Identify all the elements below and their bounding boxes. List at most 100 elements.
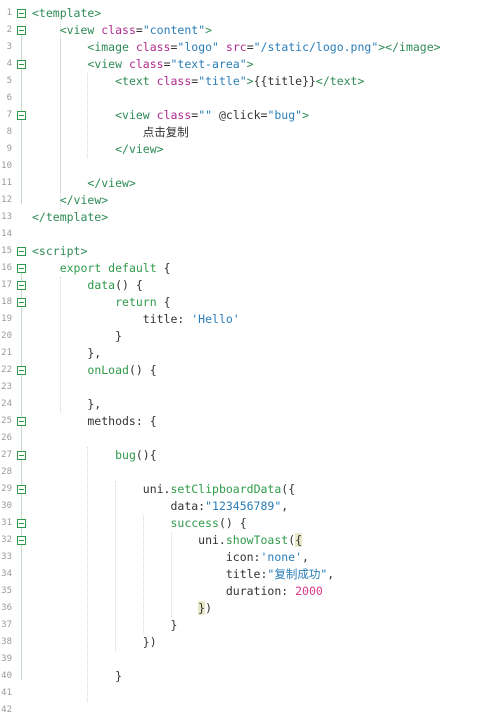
code-line[interactable]: 34 title:"复制成功", (0, 566, 491, 583)
code-line[interactable]: 18 return { (0, 294, 491, 311)
code-line[interactable]: 31 success() { (0, 515, 491, 532)
code-token: } (198, 601, 206, 615)
code-line[interactable]: 25 methods: { (0, 413, 491, 430)
fold-toggle-icon[interactable] (17, 264, 26, 273)
code-token: }, (32, 346, 102, 360)
code-token (32, 57, 87, 71)
code-line[interactable]: 7 <view class="" @click="bug"> (0, 107, 491, 124)
code-line[interactable]: 24 }, (0, 396, 491, 413)
code-token: ></image> (378, 40, 441, 54)
code-token: 'Hello' (191, 312, 240, 326)
code-line[interactable]: 12 </view> (0, 192, 491, 209)
code-line[interactable]: 35 duration: 2000 (0, 583, 491, 600)
code-line[interactable]: 5 <text class="title">{{title}}</text> (0, 73, 491, 90)
code-line[interactable]: 38 }) (0, 634, 491, 651)
indent-guide (87, 73, 89, 158)
code-line[interactable]: 23 (0, 379, 491, 396)
code-line[interactable]: 27 bug(){ (0, 447, 491, 464)
line-number: 30 (1, 501, 12, 511)
line-code: </view> (32, 141, 164, 158)
code-line[interactable]: 8 点击复制 (0, 124, 491, 141)
fold-toggle-icon[interactable] (17, 366, 26, 375)
fold-toggle-icon[interactable] (17, 417, 26, 426)
fold-toggle-icon[interactable] (17, 9, 26, 18)
code-token: class (135, 40, 171, 54)
line-code: </template> (32, 209, 108, 226)
code-line[interactable]: 26 (0, 430, 491, 447)
fold-toggle-icon[interactable] (17, 60, 26, 69)
code-line[interactable]: 39 (0, 651, 491, 668)
code-token: = (246, 40, 254, 54)
line-number: 39 (1, 654, 12, 664)
line-number: 13 (1, 212, 12, 222)
code-token: } (32, 618, 178, 632)
code-line[interactable]: 30 data:"123456789", (0, 498, 491, 515)
code-line[interactable]: 33 icon:'none', (0, 549, 491, 566)
code-token (32, 448, 115, 462)
indent-guide (170, 532, 172, 617)
code-line[interactable]: 6 (0, 90, 491, 107)
code-token (32, 176, 87, 190)
code-line[interactable]: 13 </template> (0, 209, 491, 226)
code-token: </view> (115, 142, 164, 156)
code-line[interactable]: 22 onLoad() { (0, 362, 491, 379)
fold-toggle-icon[interactable] (17, 26, 26, 35)
code-line[interactable]: 3 <image class="logo" src="/static/logo.… (0, 39, 491, 56)
code-token: return (115, 295, 157, 309)
code-token: = (170, 40, 178, 54)
code-line[interactable]: 40 } (0, 668, 491, 685)
fold-toggle-icon[interactable] (17, 519, 26, 528)
line-number: 38 (1, 637, 12, 647)
code-line[interactable]: 2 <view class="content"> (0, 22, 491, 39)
code-line[interactable]: 17 data() { (0, 277, 491, 294)
code-token: "title" (198, 74, 247, 88)
code-line[interactable]: 14 (0, 226, 491, 243)
code-line[interactable]: 10 (0, 158, 491, 175)
code-line[interactable]: 9 </view> (0, 141, 491, 158)
code-line[interactable]: 36 }) (0, 600, 491, 617)
code-token: "logo" (177, 40, 219, 54)
fold-toggle-icon[interactable] (17, 111, 26, 120)
line-code: duration: 2000 (32, 583, 323, 600)
code-line[interactable]: 20 } (0, 328, 491, 345)
code-line[interactable]: 41 (0, 685, 491, 702)
code-token (32, 601, 198, 615)
fold-toggle-icon[interactable] (17, 247, 26, 256)
code-line[interactable]: 11 </view> (0, 175, 491, 192)
code-token: "content" (142, 23, 206, 37)
line-code: <text class="title">{{title}}</text> (32, 73, 364, 90)
code-token: bug (115, 448, 136, 462)
code-token: 2000 (295, 584, 323, 598)
code-token (32, 516, 170, 530)
code-token: { (295, 533, 303, 547)
code-token: </view> (59, 193, 109, 207)
fold-toggle-icon[interactable] (17, 536, 26, 545)
code-token: <view (59, 23, 102, 37)
line-code: onLoad() { (32, 362, 156, 379)
code-line[interactable]: 29 uni.setClipboardData({ (0, 481, 491, 498)
line-number: 17 (1, 280, 12, 290)
code-line[interactable]: 16 export default { (0, 260, 491, 277)
fold-toggle-icon[interactable] (17, 485, 26, 494)
code-line[interactable]: 28 (0, 464, 491, 481)
code-line[interactable]: 37 } (0, 617, 491, 634)
line-code: <script> (32, 243, 87, 260)
code-token: { (156, 261, 171, 275)
code-line[interactable]: 19 title: 'Hello' (0, 311, 491, 328)
fold-toggle-icon[interactable] (17, 281, 26, 290)
code-line[interactable]: 15<script> (0, 243, 491, 260)
line-number: 32 (1, 535, 12, 545)
line-number: 8 (6, 127, 12, 137)
line-code: <view class="" @click="bug"> (32, 107, 309, 124)
code-line[interactable]: 4 <view class="text-area"> (0, 56, 491, 73)
code-line[interactable]: 42 (0, 702, 491, 719)
code-line[interactable]: 32 uni.showToast({ (0, 532, 491, 549)
line-number: 23 (1, 382, 12, 392)
code-token: "text-area" (170, 57, 247, 71)
code-line[interactable]: 1<template> (0, 5, 491, 22)
fold-toggle-icon[interactable] (17, 298, 26, 307)
line-number: 29 (1, 484, 12, 494)
fold-toggle-icon[interactable] (17, 451, 26, 460)
code-line[interactable]: 21 }, (0, 345, 491, 362)
